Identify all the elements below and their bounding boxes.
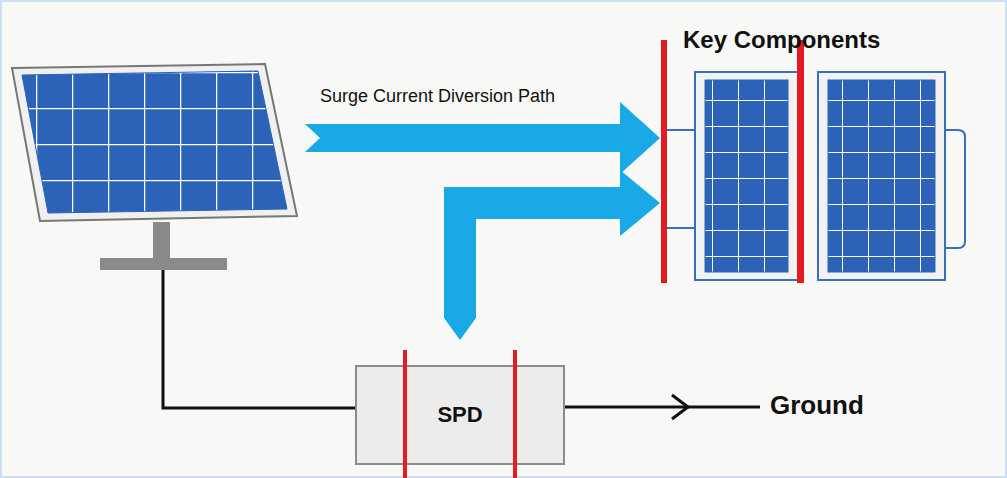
panel-array <box>660 22 980 290</box>
surge-arrow <box>444 170 660 340</box>
red-marker <box>403 350 407 478</box>
group-heading: Key Components <box>683 26 880 54</box>
ground-label: Ground <box>770 390 864 421</box>
solar-panel <box>12 64 297 270</box>
spd-box: SPD <box>355 365 565 465</box>
ground-wire <box>565 406 760 409</box>
ground-arrow <box>672 395 688 419</box>
box-label: SPD <box>437 402 482 428</box>
red-marker <box>513 350 517 478</box>
components-group: Key Components <box>660 22 980 290</box>
path-label: Surge Current Diversion Path <box>320 86 555 107</box>
ground-wire <box>163 270 355 408</box>
surge-arrow <box>305 102 660 174</box>
